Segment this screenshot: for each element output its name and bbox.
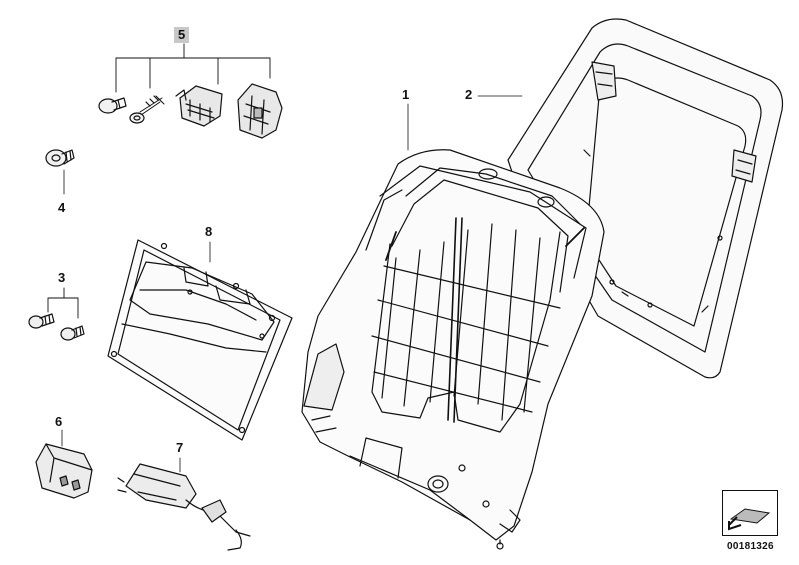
callout-part-4[interactable]: 4 — [58, 200, 66, 215]
callout-part-7[interactable]: 7 — [176, 440, 184, 455]
callout-part-1[interactable]: 1 — [402, 87, 410, 102]
callout-part-8[interactable]: 8 — [205, 224, 213, 239]
legend-box — [722, 490, 778, 536]
part-5-fastener-set[interactable] — [98, 43, 283, 139]
screw-b — [60, 325, 85, 341]
clip-block-b — [237, 83, 283, 139]
arrow-return-icon — [728, 508, 771, 531]
screw — [129, 95, 165, 124]
part-3-screws[interactable] — [28, 287, 85, 341]
part-8-rear-panel[interactable] — [107, 239, 293, 441]
part-2-backrest-shell[interactable] — [477, 18, 784, 379]
diagram-code: 00181326 — [727, 541, 774, 552]
screw-a — [28, 313, 55, 329]
part-4-screw[interactable] — [45, 149, 75, 195]
clip-rivet — [98, 97, 127, 114]
callout-part-6[interactable]: 6 — [55, 414, 63, 429]
callout-part-3[interactable]: 3 — [58, 270, 66, 285]
callout-part-5[interactable]: 5 — [174, 27, 190, 43]
clip-block-a — [175, 85, 223, 127]
part-6-connector[interactable] — [35, 429, 93, 499]
part-1-backrest-frame[interactable] — [301, 103, 605, 550]
part-7-wiring-harness[interactable] — [117, 457, 251, 551]
callout-part-2[interactable]: 2 — [465, 87, 473, 102]
